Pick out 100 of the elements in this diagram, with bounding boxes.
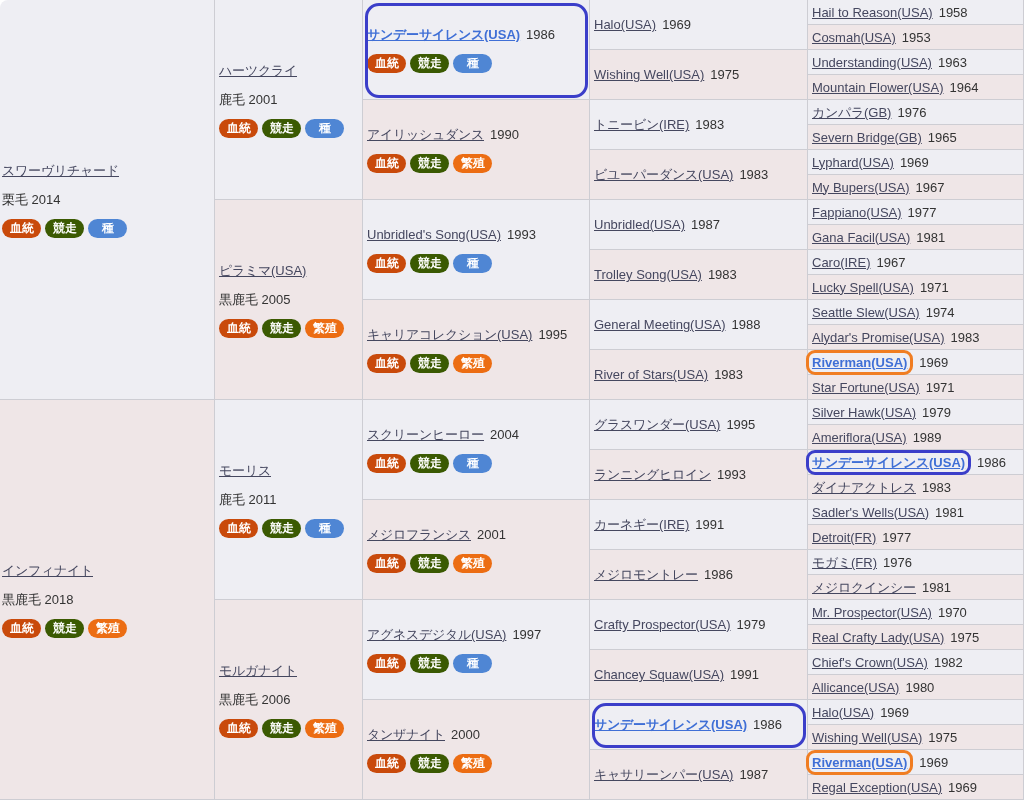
category-tag: 血統 (367, 54, 406, 73)
pedigree-cell (590, 350, 808, 400)
horse-name-link: Allicance(USA) (812, 678, 900, 696)
horse-name-link: ハーツクライ (219, 61, 297, 79)
category-tag: 血統 (367, 454, 406, 473)
birth-year: 1983 (922, 478, 951, 496)
pedigree-cell (808, 475, 1024, 500)
category-tag: 競走 (262, 118, 301, 138)
birth-year: 1977 (907, 203, 937, 221)
pedigree-cell (363, 400, 590, 500)
horse-name-link: ビユーパーダンス(USA) (594, 166, 734, 183)
horse-name-link: Star Fortune(USA) (812, 378, 920, 396)
category-tag: 血統 (367, 754, 406, 773)
birth-year: 1983 (707, 266, 737, 283)
pedigree-cell (215, 600, 363, 800)
category-tag: 競走 (262, 718, 301, 738)
category-tag: 繁殖 (305, 318, 344, 338)
birth-year: 1969 (948, 778, 977, 796)
pedigree-cell (215, 0, 363, 200)
category-tag: 血統 (367, 354, 406, 373)
pedigree-cell (808, 625, 1024, 650)
category-tag: 競走 (410, 54, 449, 73)
birth-year: 1953 (901, 28, 931, 46)
horse-name-link: General Meeting(USA) (594, 316, 726, 333)
category-tag: 血統 (219, 318, 258, 338)
pedigree-cell (215, 200, 363, 400)
pedigree-cell (808, 750, 1024, 775)
category-tag: 種 (453, 454, 492, 473)
horse-name-link: スクリーンヒーロー (367, 426, 484, 443)
category-tag: 競走 (410, 554, 449, 573)
birth-year: 1987 (691, 216, 720, 233)
pedigree-cell (808, 75, 1024, 100)
pedigree-cell (590, 250, 808, 300)
pedigree-cell (808, 350, 1024, 375)
category-tag: 競走 (262, 318, 301, 338)
birth-year: 1983 (739, 166, 769, 183)
category-tag: 血統 (219, 118, 258, 138)
birth-year: 1979 (922, 403, 951, 421)
birth-year: 1986 (526, 26, 556, 43)
birth-year: 1986 (753, 716, 783, 733)
birth-year: 1983 (695, 116, 725, 133)
birth-year: 1971 (919, 278, 949, 296)
horse-name-link: モルガナイト (219, 661, 297, 679)
birth-year: 1995 (538, 326, 568, 343)
birth-year: 1975 (928, 728, 958, 746)
pedigree-cell (363, 100, 590, 200)
horse-name-link: Real Crafty Lady(USA) (812, 628, 945, 646)
pedigree-cell (590, 200, 808, 250)
horse-name-link: サンデーサイレンス(USA) (594, 716, 748, 733)
pedigree-cell (590, 50, 808, 100)
horse-name-link: モーリス (219, 461, 271, 479)
category-tag: 血統 (367, 654, 406, 673)
pedigree-cell (808, 225, 1024, 250)
birth-year: 1987 (739, 766, 769, 783)
horse-name-link: キャリアコレクション(USA) (367, 326, 533, 343)
pedigree-cell (590, 450, 808, 500)
pedigree-cell (808, 100, 1024, 125)
category-tag: 血統 (219, 518, 258, 538)
category-tag: 競走 (45, 218, 84, 238)
category-tag: 競走 (410, 654, 449, 673)
pedigree-cell (808, 150, 1024, 175)
pedigree-cell (808, 500, 1024, 525)
birth-year: 1988 (731, 316, 761, 333)
category-tag: 種 (453, 654, 492, 673)
pedigree-cell (590, 400, 808, 450)
birth-year: 1983 (950, 328, 980, 346)
horse-name-link: Mountain Flower(USA) (812, 78, 944, 96)
horse-name-link: Chief's Crown(USA) (812, 653, 928, 671)
pedigree-cell (0, 0, 215, 400)
horse-name-link: Wishing Well(USA) (812, 728, 923, 746)
birth-year: 1986 (977, 453, 1007, 471)
category-tag: 競走 (262, 518, 301, 538)
birth-year: 1982 (933, 653, 963, 671)
horse-name-link: Gana Facil(USA) (812, 228, 911, 246)
birth-year: 1981 (922, 578, 951, 596)
birth-year: 1977 (882, 528, 912, 546)
horse-name-link: River of Stars(USA) (594, 366, 709, 383)
pedigree-cell (808, 775, 1024, 800)
horse-name-link: Chancey Squaw(USA) (594, 666, 725, 683)
birth-year: 1970 (937, 603, 967, 621)
horse-name-link: Sadler's Wells(USA) (812, 503, 930, 521)
horse-name-link: Regal Exception(USA) (812, 778, 943, 796)
category-tag: 種 (305, 118, 344, 138)
horse-name-link: Ameriflora(USA) (812, 428, 907, 446)
horse-name-link: My Bupers(USA) (812, 178, 910, 196)
horse-name-link: Fappiano(USA) (812, 203, 902, 221)
birth-year: 1974 (925, 303, 955, 321)
pedigree-cell (590, 0, 808, 50)
pedigree-cell (215, 400, 363, 600)
birth-year: 1983 (714, 366, 744, 383)
birth-year: 1989 (912, 428, 942, 446)
category-tag: 繁殖 (453, 154, 492, 173)
horse-name-link: メジロクインシー (812, 578, 916, 596)
category-tag: 血統 (367, 554, 406, 573)
pedigree-cell (808, 675, 1024, 700)
horse-name-link: ピラミマ(USA) (219, 261, 307, 279)
pedigree-cell (808, 275, 1024, 300)
pedigree-cell (363, 700, 590, 800)
pedigree-cell (808, 725, 1024, 750)
horse-name-link: Halo(USA) (812, 703, 875, 721)
